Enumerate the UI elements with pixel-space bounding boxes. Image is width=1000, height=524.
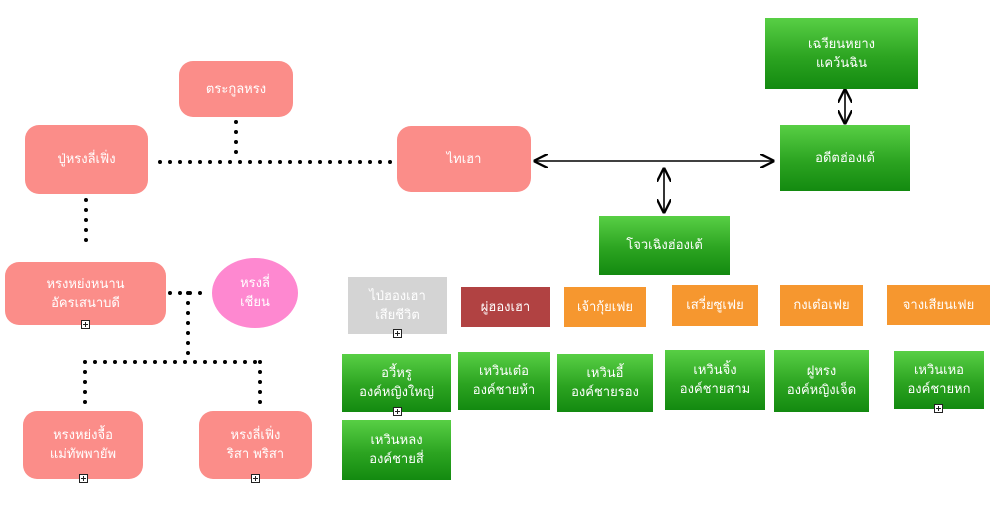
node-hong-yong-jue[interactable]: หรงหย่งจื้อ แม่ทัพพายัพ xyxy=(23,411,143,479)
node-jang-sian-fei[interactable]: จางเสียนเฟย xyxy=(887,285,990,325)
node-pu-hong-li-feng[interactable]: ปู่หรงลี่เฟิ่ง xyxy=(25,125,148,194)
node-hwin-ching[interactable]: เหวินจิ้ง องค์ชายสาม xyxy=(665,350,765,410)
expand-icon[interactable] xyxy=(934,404,943,413)
node-hwin-ho[interactable]: เหวินเหอ องค์ชายหก xyxy=(894,351,984,409)
node-hwin-i[interactable]: เหวินอี้ องค์ชายรอง xyxy=(557,354,653,412)
expand-icon[interactable] xyxy=(81,320,90,329)
node-hong-li-feng-risa[interactable]: หรงลี่เฟิ่ง ริสา พริสา xyxy=(199,411,312,479)
node-hong-yong-nan[interactable]: หรงหย่งหนาน อัครเสนาบดี xyxy=(5,262,166,325)
node-sui-su-fei[interactable]: เสวี่ยซูเฟย xyxy=(672,285,758,326)
node-hong-li-chian[interactable]: หรงลี่ เชียน xyxy=(212,258,298,328)
node-hwin-to[interactable]: เหวินเต๋อ องค์ชายห้า xyxy=(458,352,550,410)
node-kong-te-fei[interactable]: กงเต๋อเฟย xyxy=(780,285,863,326)
node-chuean-hyang[interactable]: เฉวียนหยาง แคว้นฉิน xyxy=(765,18,918,89)
node-aui-hrue[interactable]: อวี้หรู องค์หญิงใหญ่ xyxy=(342,354,451,412)
node-thai-hao[interactable]: ไทเฮา xyxy=(397,126,531,192)
node-adit-hongte[interactable]: อดีตฮ่องเต้ xyxy=(780,125,910,191)
expand-icon[interactable] xyxy=(393,329,402,338)
node-fu-hong[interactable]: ฝูหรง องค์หญิงเจ็ด xyxy=(774,350,869,412)
node-pu-hong-hao[interactable]: ผู่ฮองเฮา xyxy=(461,287,550,327)
expand-icon[interactable] xyxy=(251,474,260,483)
node-trakun-hong[interactable]: ตระกูลหรง xyxy=(179,61,293,117)
node-jowen-hongte[interactable]: โจวเฉิงฮ่องเต้ xyxy=(599,216,730,275)
node-hwin-long[interactable]: เหวินหลง องค์ชายสี่ xyxy=(342,420,451,480)
expand-icon[interactable] xyxy=(393,407,402,416)
expand-icon[interactable] xyxy=(79,474,88,483)
node-pai-hong-hao[interactable]: ไป่ฮองเฮา เสียชีวิต xyxy=(348,277,447,334)
node-jao-kui-fei[interactable]: เจ้ากุ้ยเฟย xyxy=(564,287,646,327)
